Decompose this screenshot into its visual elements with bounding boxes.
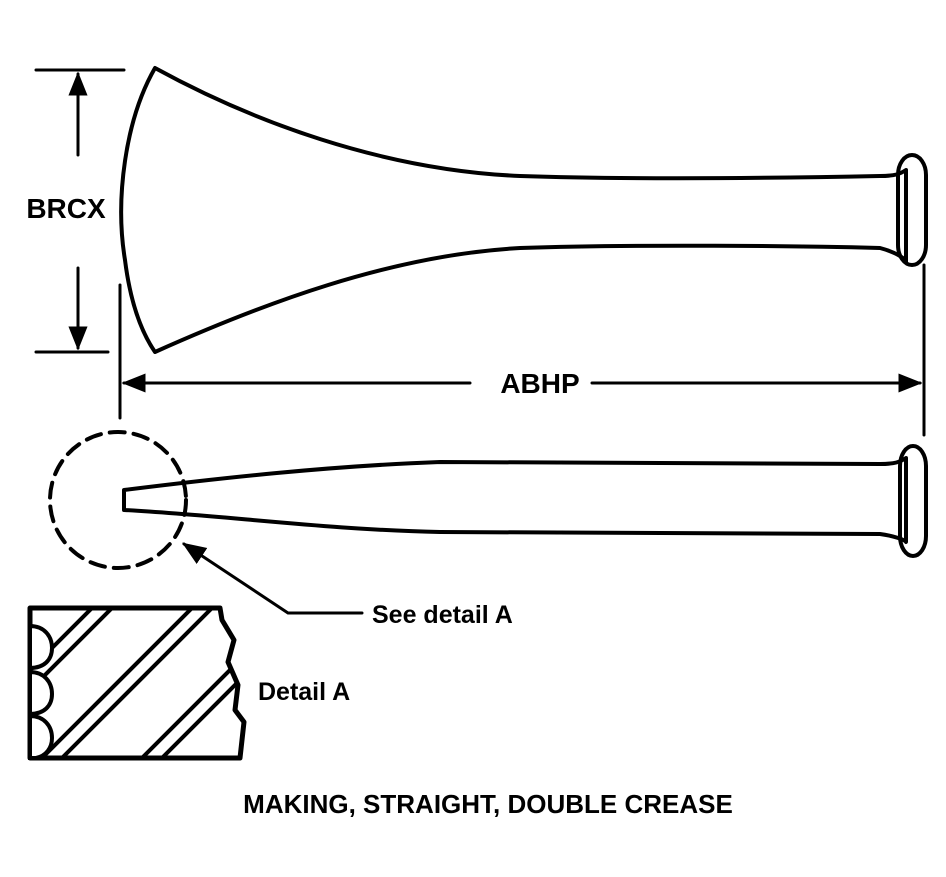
detail-label: Detail A [258,678,350,706]
length-dimension: ABHP [118,263,926,437]
tool-side-view [122,444,928,558]
tool-top-view [119,66,928,354]
callout-text: See detail A [372,601,513,629]
drawing-caption: MAKING, STRAIGHT, DOUBLE CREASE [243,789,733,819]
detail-a-section: Detail A [27,605,350,761]
height-dimension: BRCX [26,68,126,354]
height-label: BRCX [26,193,106,224]
length-label: ABHP [500,368,579,399]
detail-callout: See detail A [182,542,513,629]
detail-circle [48,430,188,570]
